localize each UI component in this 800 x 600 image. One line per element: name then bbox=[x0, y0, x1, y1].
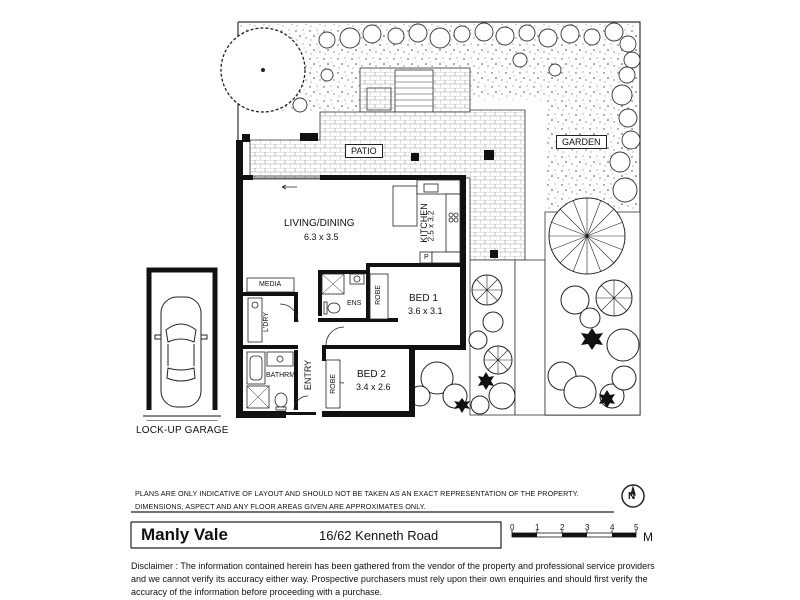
scale-tick-3: 3 bbox=[585, 523, 590, 532]
robe-bed2 bbox=[325, 359, 341, 409]
entry-label: ENTRY bbox=[303, 359, 314, 391]
robe1-label: ROBE bbox=[374, 285, 382, 305]
car-icon bbox=[154, 296, 208, 408]
plans-note-line2: DIMENSIONS, ASPECT AND ANY FLOOR AREAS G… bbox=[135, 501, 426, 511]
garden-label: GARDEN bbox=[556, 135, 607, 149]
patio-label: PATIO bbox=[345, 144, 383, 158]
gravel-yard bbox=[240, 24, 638, 212]
plans-note-line1: PLANS ARE ONLY INDICATIVE OF LAYOUT AND … bbox=[135, 489, 579, 498]
media-cabinet bbox=[246, 277, 295, 293]
bed2-label: BED 2 bbox=[357, 369, 386, 380]
patio-paving bbox=[249, 109, 526, 261]
steps bbox=[359, 67, 471, 113]
media-label: MEDIA bbox=[259, 281, 282, 288]
kitchen-fixtures bbox=[392, 179, 461, 264]
tree-large bbox=[220, 27, 306, 113]
robe2-label: ROBE bbox=[329, 374, 337, 394]
laundry-fixtures bbox=[247, 297, 263, 343]
kitchen-dims: 2.5 x 3.2 bbox=[426, 210, 436, 242]
radial-trees bbox=[471, 197, 633, 375]
interior-walls bbox=[243, 263, 462, 410]
address-title: 16/62 Kenneth Road bbox=[319, 528, 439, 543]
bed2-dims: 3.4 x 2.6 bbox=[356, 382, 391, 392]
ensuite-label: ENS bbox=[347, 300, 362, 307]
bed1-dims: 3.6 x 3.1 bbox=[408, 306, 443, 316]
living-dining-label: LIVING/DINING bbox=[284, 218, 355, 229]
north-arrow-icon: N bbox=[620, 483, 646, 509]
ensuite-fixtures bbox=[321, 273, 389, 320]
pantry-label: P bbox=[424, 254, 429, 261]
scale-tick-2: 2 bbox=[560, 523, 565, 532]
garage-label: LOCK-UP GARAGE bbox=[136, 425, 229, 436]
north-label: N bbox=[628, 491, 636, 502]
exterior-walls bbox=[236, 140, 466, 418]
sliding-door bbox=[253, 175, 320, 190]
bed1-label: BED 1 bbox=[409, 293, 438, 304]
bathroom-label: BATHRM bbox=[266, 372, 296, 379]
scale-unit: M bbox=[643, 530, 653, 544]
star-plants bbox=[454, 328, 615, 413]
garden-bushes bbox=[409, 285, 640, 415]
title-bar-frame bbox=[130, 521, 502, 549]
laundry-label: L'DRY bbox=[262, 312, 270, 332]
scale-bar bbox=[511, 530, 637, 538]
disclaimer: Disclaimer : The information contained h… bbox=[131, 561, 655, 597]
scale-tick-1: 1 bbox=[535, 523, 540, 532]
suburb-title: Manly Vale bbox=[141, 525, 228, 544]
living-dining-dims: 6.3 x 3.5 bbox=[304, 232, 339, 242]
title-bar: Manly Vale 16/62 Kenneth Road 0 1 2 3 4 … bbox=[131, 522, 667, 548]
scale-tick-4: 4 bbox=[610, 523, 615, 532]
scale-tick-5: 5 bbox=[634, 523, 639, 532]
bathroom-fixtures bbox=[246, 351, 294, 411]
plans-note: PLANS ARE ONLY INDICATIVE OF LAYOUT AND … bbox=[135, 488, 579, 513]
patio-columns bbox=[242, 133, 498, 258]
hedge-shrubs bbox=[292, 22, 641, 203]
scale-tick-0: 0 bbox=[510, 523, 515, 532]
